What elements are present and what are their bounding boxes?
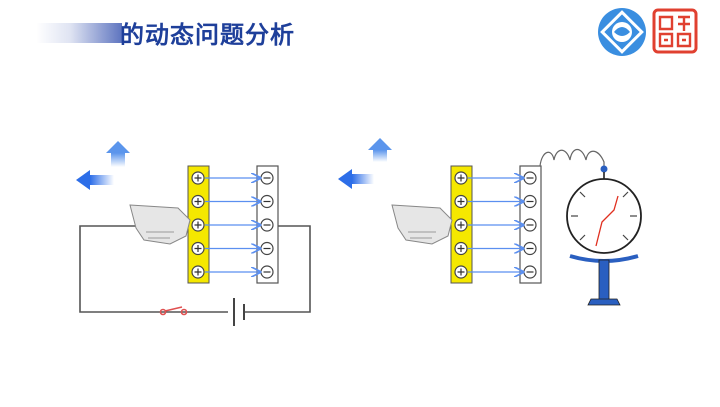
negative-charge	[260, 171, 274, 185]
battery-icon	[233, 298, 245, 326]
negative-charge	[523, 194, 537, 209]
positive-charge	[454, 171, 468, 185]
motion-arrow-left-icon	[338, 169, 374, 189]
school-logo-icon	[598, 8, 646, 56]
hand-icon	[391, 204, 453, 245]
hand-icon	[129, 204, 191, 245]
positive-charge	[191, 171, 205, 185]
electrometer-terminal	[600, 165, 608, 173]
negative-charge	[260, 218, 274, 232]
positive-charge	[191, 265, 205, 279]
electrometer-gauge	[566, 178, 642, 306]
negative-charge	[260, 241, 274, 256]
negative-charge	[523, 265, 537, 279]
seal-stamp-icon	[652, 8, 698, 54]
slide-title: 的动态问题分析	[120, 21, 295, 49]
title-decoration-streak	[36, 23, 122, 43]
negative-charge	[260, 194, 274, 209]
positive-charge	[191, 218, 205, 232]
needle	[595, 195, 619, 247]
positive-charge	[191, 194, 205, 209]
positive-charge	[454, 218, 468, 232]
positive-charge	[454, 241, 468, 256]
switch-icon	[159, 306, 188, 316]
positive-charge	[191, 241, 205, 256]
positive-charge	[454, 194, 468, 209]
diagram-electrometer	[338, 138, 642, 306]
positive-charge	[454, 265, 468, 279]
diagram-battery-circuit	[76, 141, 311, 326]
motion-arrow-up-icon	[106, 141, 130, 167]
motion-arrow-up-icon	[368, 138, 392, 162]
negative-charge	[260, 265, 274, 279]
negative-charge	[523, 218, 537, 232]
motion-arrow-left-icon	[76, 170, 114, 190]
negative-charge	[523, 241, 537, 256]
connecting-wire	[539, 148, 605, 168]
negative-charge	[523, 171, 537, 185]
